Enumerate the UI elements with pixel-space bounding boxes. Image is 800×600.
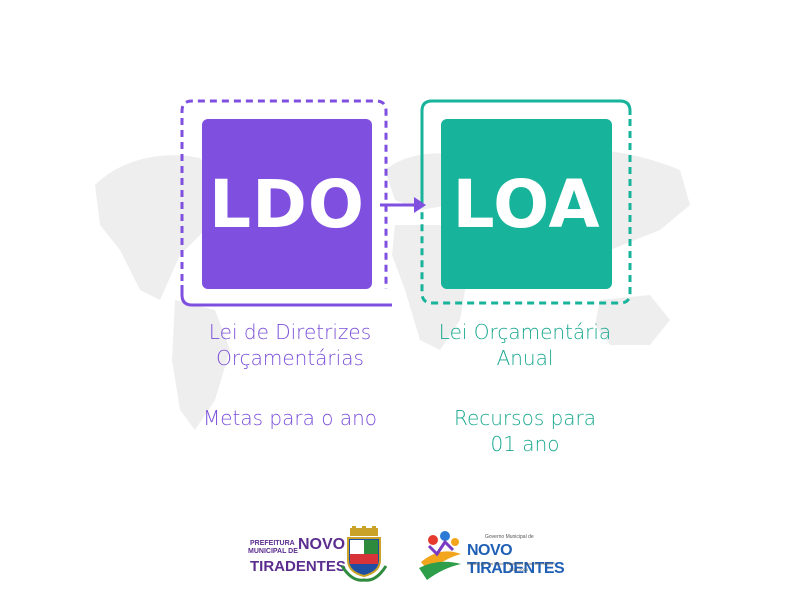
prefeitura-line2: MUNICIPAL DE: [248, 548, 298, 555]
loa-goal: Recursos para 01 ano: [420, 405, 630, 457]
ldo-goal: Metas para o ano: [175, 405, 405, 431]
ldo-card: LDO: [202, 119, 372, 289]
ldo-frame: [180, 99, 392, 307]
ldo-acronym: LDO: [209, 165, 365, 243]
loa-name-line1: Lei Orçamentária: [438, 320, 612, 344]
ldo-name: Lei de Diretrizes Orçamentárias: [185, 319, 395, 371]
loa-goal-line2: 01 ano: [490, 432, 560, 456]
governo-emblem-icon: [419, 531, 461, 580]
loa-name: Lei Orçamentária Anual: [420, 319, 630, 371]
loa-name-line2: Anual: [496, 346, 554, 370]
ldo-name-line1: Lei de Diretrizes: [208, 320, 372, 344]
prefeitura-tiradentes: TIRADENTES: [250, 558, 346, 575]
loa-acronym: LOA: [452, 165, 601, 243]
governo-small-text: Governo Municipal de: [485, 534, 534, 540]
governo-slogan: Unidos por um Novo Tiradentes cada vez m…: [467, 561, 555, 566]
connector-arrow: [380, 197, 426, 213]
loa-goal-line1: Recursos para: [453, 406, 597, 430]
coat-of-arms-icon: [340, 526, 388, 582]
ldo-goal-text: Metas para o ano: [203, 406, 377, 430]
loa-card: LOA: [441, 119, 612, 289]
governo-logo: Governo Municipal de NOVO TIRADENTES Uni…: [415, 526, 585, 584]
loa-frame: [420, 99, 632, 305]
prefeitura-logo: PREFEITURA MUNICIPAL DE NOVO TIRADENTES: [240, 526, 390, 584]
governo-term: 2021-2024: [509, 567, 529, 572]
ldo-name-line2: Orçamentárias: [216, 346, 364, 370]
prefeitura-novo: NOVO: [298, 536, 346, 553]
prefeitura-line1: PREFEITURA: [250, 540, 295, 547]
governo-title: NOVO TIRADENTES: [467, 542, 565, 577]
